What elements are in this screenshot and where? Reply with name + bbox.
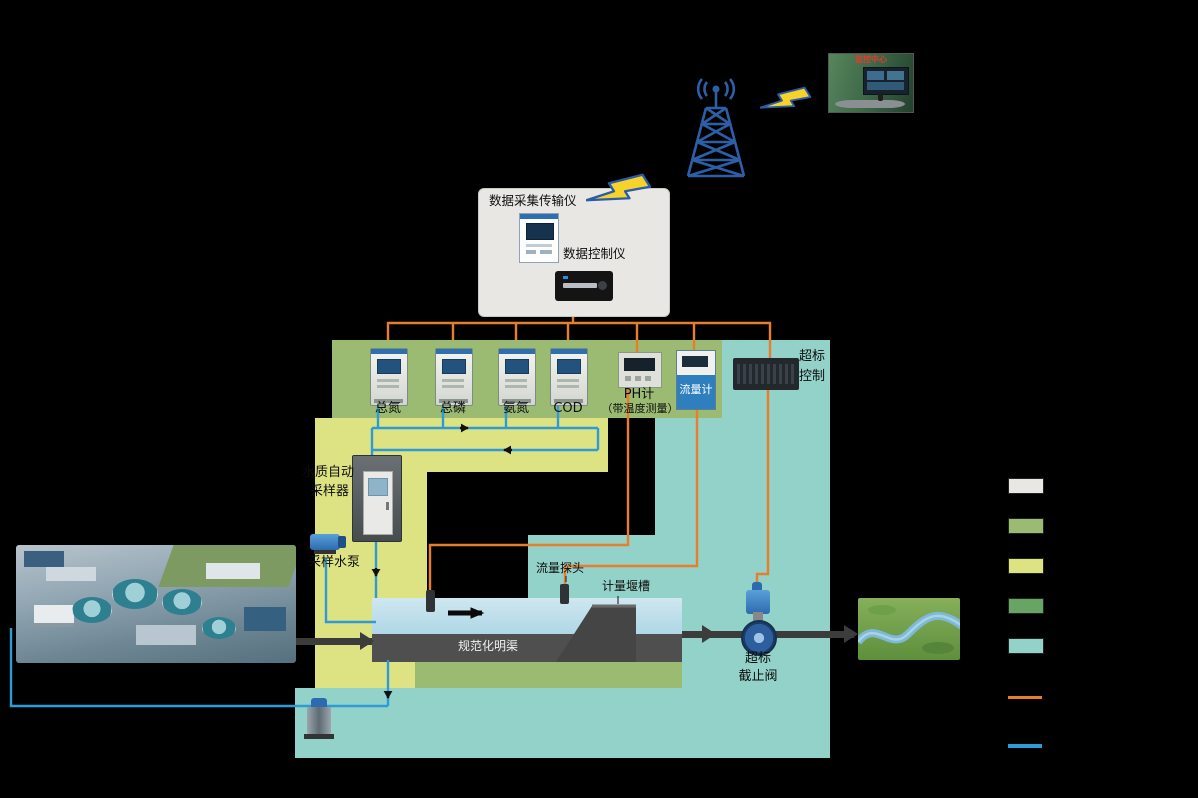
plant-tank — [244, 607, 286, 631]
label-leader-lines — [565, 576, 619, 604]
legend-band-dark-green — [1008, 598, 1044, 614]
ph-meter-label: PH计 — [623, 387, 655, 402]
data-collection-panel: 数据采集传输仪 数据控制仪 — [478, 188, 670, 317]
clarifier-tank — [72, 597, 112, 623]
plant-building — [46, 567, 96, 581]
analyzer-ammonia — [498, 348, 536, 406]
shutoff-valve-label-2: 截止阀 — [738, 669, 778, 684]
analyzer-label: 总氮 — [374, 401, 401, 416]
lightning-bolt-icon — [760, 86, 812, 109]
sampling-pump-label: 采样水泵 — [307, 555, 360, 570]
band-green-under-channel — [415, 658, 682, 688]
auto-sampler-label-1: 水质自动 — [302, 465, 355, 480]
flow-probe-label: 流量探头 — [535, 561, 584, 575]
ph-meter-device — [618, 352, 662, 388]
overflow-controller-device — [733, 358, 799, 390]
ph-probe — [426, 590, 435, 612]
shutoff-valve-device — [738, 582, 778, 656]
monitoring-center-image: 监控中心 — [828, 53, 914, 113]
console-desk — [835, 100, 905, 108]
data-controller-label: 数据控制仪 — [563, 246, 626, 261]
river-image — [858, 598, 960, 660]
treatment-plant-image — [16, 545, 296, 663]
legend — [1008, 474, 1048, 774]
orange-signal-lines — [386, 315, 772, 590]
video-wall — [863, 67, 909, 95]
return-pump-device — [304, 698, 334, 740]
flow-probe — [560, 584, 569, 604]
legend-band-green — [1008, 518, 1044, 534]
plant-building — [136, 625, 196, 645]
flow-direction-arrows — [371, 423, 512, 699]
plant-building — [34, 605, 74, 627]
flow-meter-label: 流量计 — [679, 383, 713, 396]
operator-figure — [878, 93, 883, 101]
overflow-controller-label-2: 控制 — [799, 369, 826, 384]
data-collector-label: 数据采集传输仪 — [489, 193, 577, 208]
data-controller-device — [555, 271, 613, 301]
ph-meter-sub-label: （带温度测量） — [601, 402, 679, 415]
inflow-arrow-icon — [360, 632, 374, 650]
weir-label: 计量堰槽 — [601, 579, 650, 593]
outflow-arrow-end-icon — [844, 625, 858, 643]
radio-tower-icon — [686, 78, 746, 178]
band-teal-bottom — [295, 688, 830, 758]
analyzer-label: 总磷 — [439, 401, 466, 416]
overflow-controller-label-1: 超标 — [799, 349, 826, 364]
channel-name-label: 规范化明渠 — [458, 639, 519, 653]
legend-panel-gray — [1008, 478, 1044, 494]
analyzer-total-nitrogen — [370, 348, 408, 406]
plant-building — [206, 563, 260, 579]
monitoring-center-label: 监控中心 — [855, 55, 887, 64]
sampling-pump-device — [308, 528, 348, 556]
legend-line-blue — [1008, 744, 1042, 748]
measuring-weir-shape — [556, 604, 636, 662]
plant-tank — [24, 551, 64, 567]
inflow-pipe — [293, 638, 372, 645]
analyzer-label: 氨氮 — [502, 401, 529, 416]
auto-sampler-device — [352, 455, 402, 542]
legend-line-orange — [1008, 696, 1042, 699]
clarifier-tank — [162, 589, 202, 615]
auto-sampler-label-2: 采样器 — [310, 484, 350, 499]
analyzer-total-phosphorus — [435, 348, 473, 406]
flow-meter-device: 流量计 — [676, 350, 716, 410]
clarifier-tank — [112, 579, 158, 609]
legend-band-teal — [1008, 638, 1044, 654]
clarifier-tank — [202, 617, 236, 639]
data-collector-device — [519, 213, 559, 263]
analyzer-label: COD — [553, 401, 583, 416]
outflow-arrow-mid-icon — [702, 625, 716, 643]
legend-band-yellow — [1008, 558, 1044, 574]
shutoff-valve-label-1: 超标 — [744, 651, 771, 666]
lightning-bolt-icon — [586, 173, 652, 202]
analyzer-cod — [550, 348, 588, 406]
